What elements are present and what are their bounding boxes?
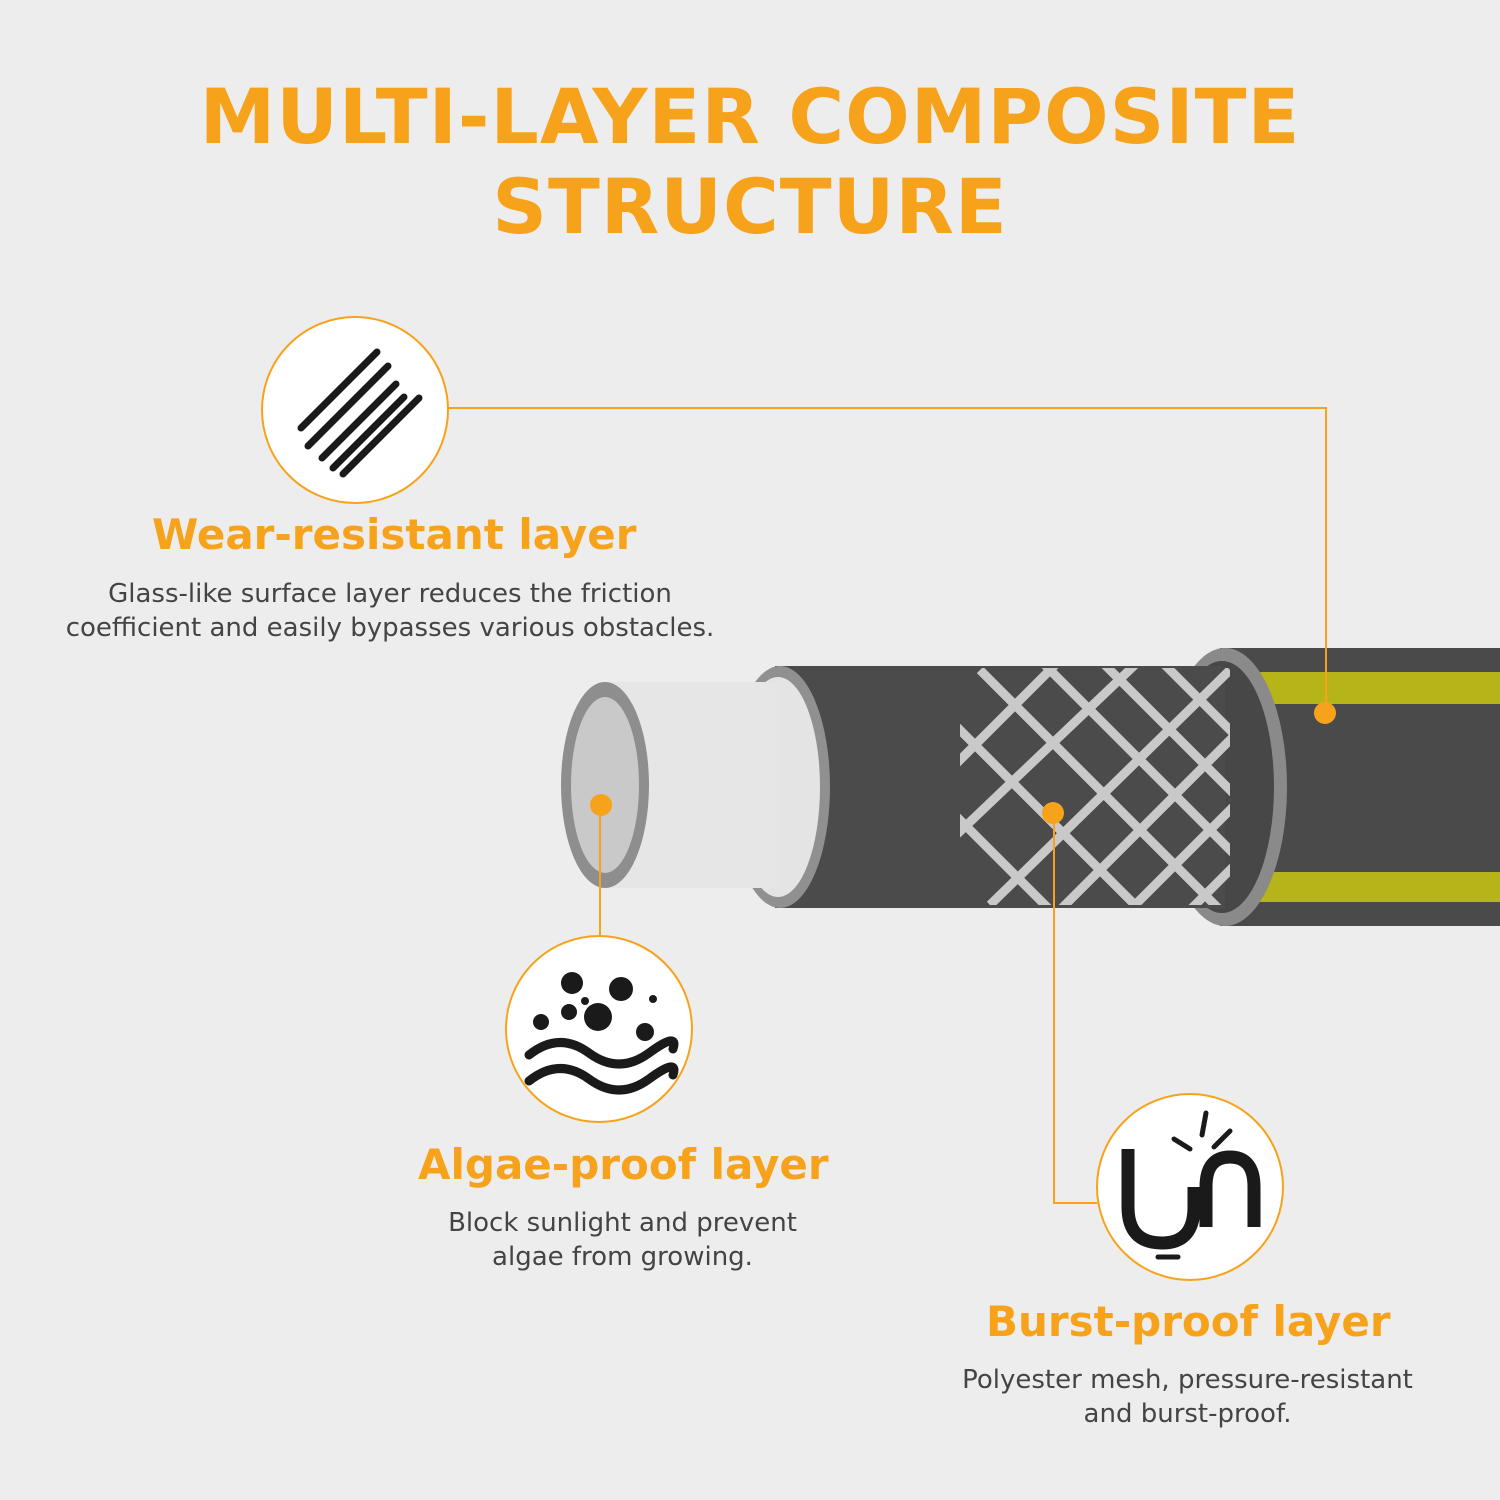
bubbles-waves-icon [524, 972, 679, 1095]
page-title: MULTI-LAYER COMPOSITE STRUCTURE [0, 72, 1500, 252]
hose-outer-jacket [1163, 648, 1500, 926]
algae-heading: Algae-proof layer [418, 1140, 829, 1189]
wear-heading: Wear-resistant layer [152, 510, 637, 559]
leader-line-wear [448, 407, 1327, 713]
algae-description: Block sunlight and prevent algae from gr… [448, 1208, 797, 1272]
burst-heading: Burst-proof layer [986, 1297, 1391, 1346]
parallel-lines-icon [297, 348, 423, 478]
title-line-1: MULTI-LAYER COMPOSITE [199, 72, 1301, 161]
leader-line-burst [1053, 813, 1097, 1204]
burst-description: Polyester mesh, pressure-resistant and b… [962, 1365, 1413, 1429]
marker-dot-burst [1042, 802, 1064, 824]
title-line-2: STRUCTURE [492, 162, 1008, 251]
marker-dot-algae [590, 794, 612, 816]
wear-icon-circle [261, 316, 449, 504]
burst-pipe-icon [1121, 1110, 1261, 1260]
burst-icon-circle [1096, 1093, 1284, 1281]
hose-braid-layer [730, 666, 1230, 908]
wear-description: Glass-like surface layer reduces the fri… [65, 579, 715, 643]
algae-icon-circle [505, 935, 693, 1123]
hose-inner-tube [561, 682, 780, 888]
marker-dot-wear [1314, 702, 1336, 724]
